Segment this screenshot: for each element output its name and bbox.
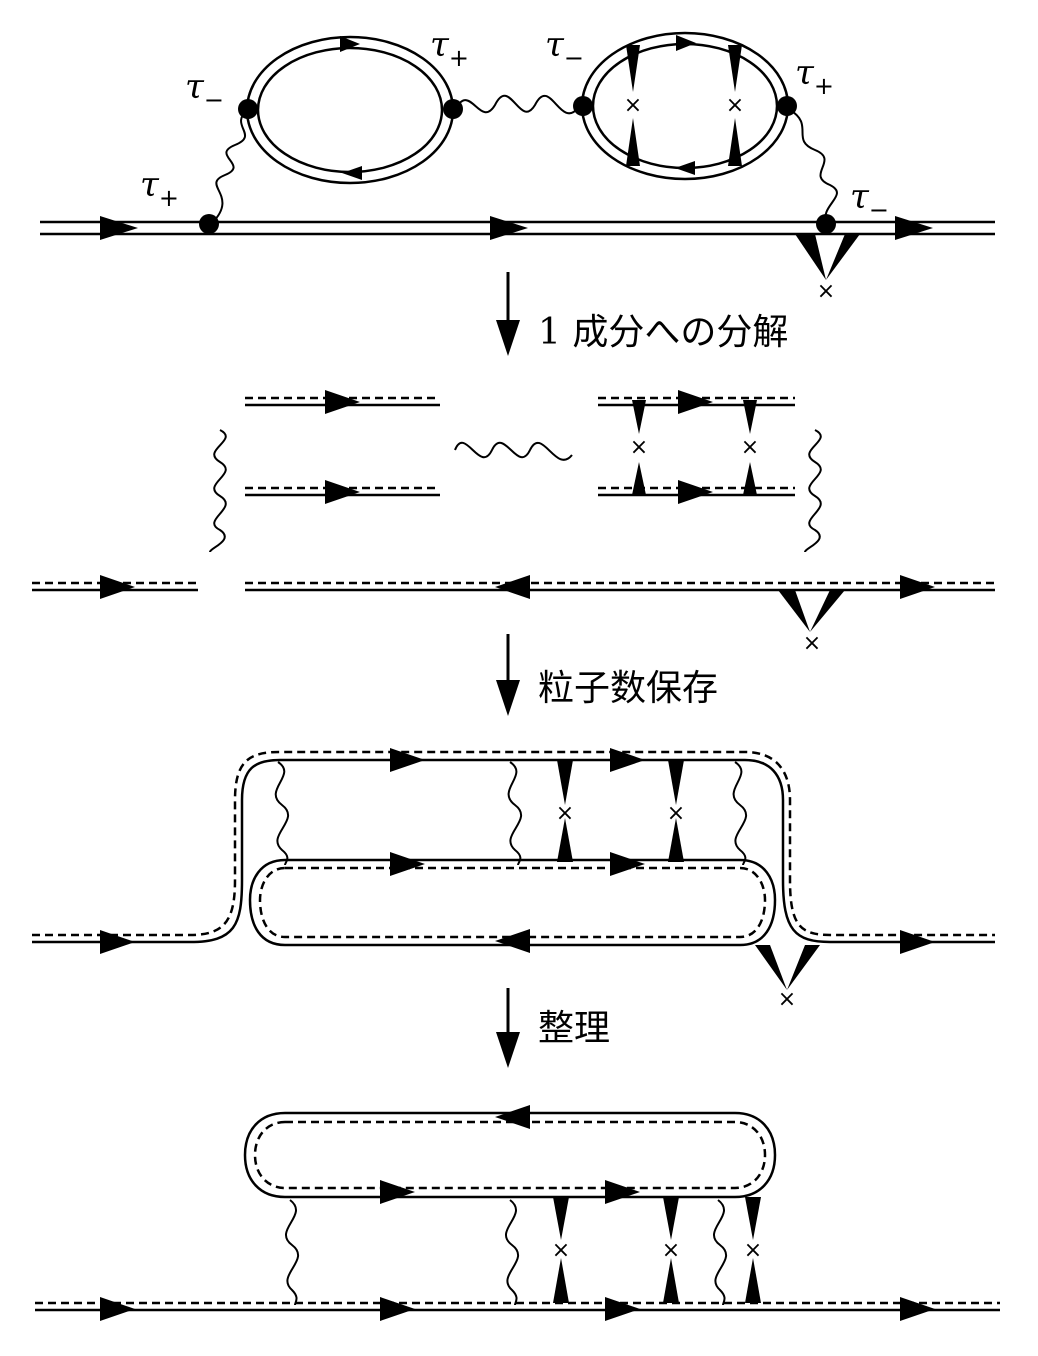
decomp-wavy-lines: [209, 429, 822, 553]
tau-labels: τ− τ+ τ− τ+ τ+ τ−: [140, 25, 889, 224]
right-loop-vertex-1-bottom: [626, 118, 640, 166]
main-line-vertex-v: [795, 234, 860, 280]
rearranged-arrows: [100, 1105, 935, 1321]
panel1-wavy-lines: [211, 95, 838, 224]
tau-label-left-bottom: τ+: [140, 165, 179, 212]
cross-mark: ×: [667, 801, 685, 826]
main-double-line: [40, 220, 995, 236]
conservation-arrows: [100, 748, 935, 954]
top-double-loop: [243, 1111, 777, 1199]
main-line-arrows: [100, 216, 933, 240]
panel-decomposition: [32, 390, 995, 632]
left-loop-top-arrow: [340, 36, 360, 52]
step-arrow-1: [496, 272, 520, 356]
conservation-bowties: [557, 760, 820, 990]
left-loop-bottom-arrow: [342, 166, 362, 180]
panel-rearranged: [35, 1105, 1000, 1321]
cross-mark: ×: [778, 987, 796, 1012]
decomp-arrows: [100, 390, 935, 599]
wavy-left-vertical: [211, 109, 249, 224]
step-label-2: 粒子数保存: [538, 668, 718, 709]
cross-mark: ×: [662, 1238, 680, 1263]
cross-mark: ×: [624, 93, 642, 118]
panel3-crosses: × × ×: [556, 801, 796, 1012]
right-loop-vertex-2-bottom: [728, 118, 742, 166]
wavy-center: [454, 441, 573, 461]
cross-mark: ×: [726, 93, 744, 118]
wavy-middle-horizontal: [454, 95, 579, 115]
decomp-bowties: [632, 400, 845, 632]
left-loop-bubble: [245, 35, 455, 185]
cross-mark: ×: [803, 631, 821, 656]
decomp-top-left-lines: [245, 396, 440, 497]
wavy-right: [804, 429, 822, 553]
tau-label-center-right: τ−: [545, 25, 584, 72]
rearranged-bowties: [553, 1197, 761, 1303]
rearranged-wavy-lines: [285, 1199, 728, 1306]
panel4-crosses: × × ×: [552, 1238, 762, 1263]
cross-mark: ×: [552, 1238, 570, 1263]
panel1-crosses: × × ×: [624, 93, 835, 304]
right-loop-vertex-2-top: [728, 45, 742, 92]
inner-double-loop: [248, 858, 777, 947]
cross-mark: ×: [630, 435, 648, 460]
panel2-crosses: × × ×: [630, 435, 821, 656]
conservation-wavy-lines: [274, 761, 748, 866]
right-loop-top-arrow: [676, 35, 696, 51]
right-loop-vertex-1-top: [626, 45, 640, 92]
step-label-3: 整理: [538, 1008, 610, 1049]
step-label-1: 1 成分への分解: [538, 312, 788, 353]
bottom-double-line: [35, 1301, 1000, 1312]
wavy-left: [209, 429, 227, 553]
cross-mark: ×: [817, 279, 835, 304]
outer-double-loop: [32, 750, 995, 944]
wavy-right-vertical: [789, 109, 838, 224]
right-loop-bubble: [580, 31, 790, 181]
step-arrow-2: [496, 634, 520, 716]
panel-original-diagram: [40, 31, 995, 280]
tau-label-right-bottom: τ−: [850, 177, 889, 224]
cross-mark: ×: [744, 1238, 762, 1263]
panel-particle-conservation: [32, 748, 995, 990]
cross-mark: ×: [741, 435, 759, 460]
step-arrow-3: [496, 988, 520, 1068]
panel1-vertex-dots: [199, 96, 836, 234]
tau-label-left-top: τ−: [185, 67, 224, 114]
right-loop-bottom-arrow: [675, 161, 695, 175]
decomp-top-right-lines: [598, 396, 795, 497]
tau-label-center-left: τ+: [430, 25, 469, 72]
cross-mark: ×: [556, 801, 574, 826]
tau-label-right-top: τ+: [795, 53, 834, 100]
